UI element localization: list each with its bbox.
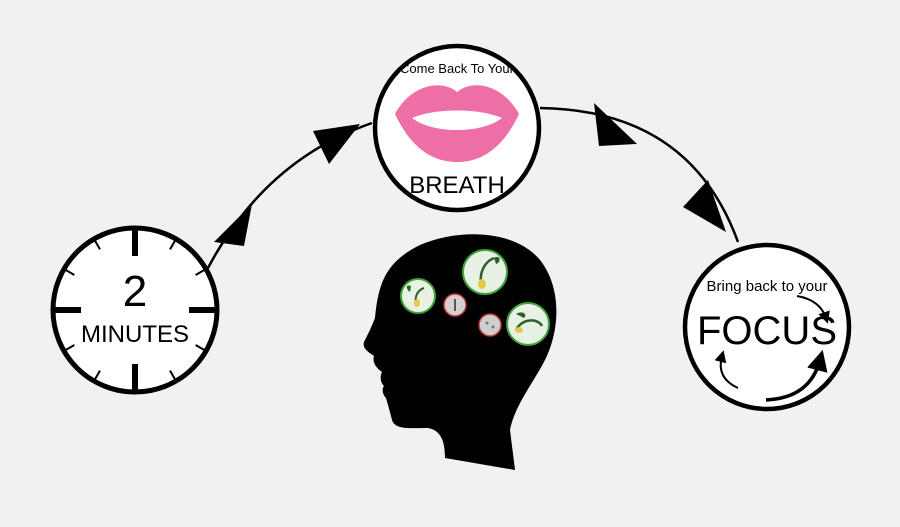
clock-label: MINUTES <box>81 321 189 348</box>
sprout-icon <box>406 285 425 307</box>
clock-tick <box>65 269 75 276</box>
focus-circle: Bring back to your FOCUS <box>682 242 852 412</box>
clock-tick <box>195 344 205 351</box>
arrow-head-1 <box>214 204 252 246</box>
thought-bubble-right <box>506 302 550 346</box>
breath-circle: Come Back To Your BREATH <box>372 43 542 213</box>
arrow-head-3 <box>594 103 637 146</box>
clock-tick <box>195 269 205 276</box>
lips-icon <box>395 85 519 162</box>
clock-icon: 2 MINUTES <box>50 225 220 395</box>
arrow-head-4 <box>683 180 726 232</box>
clock-tick <box>169 370 176 380</box>
clock-tick <box>65 344 75 351</box>
focus-main-text: FOCUS <box>697 309 837 353</box>
clock-ticks <box>55 230 215 390</box>
arc-breath-to-focus <box>539 106 740 243</box>
breath-bottom-text: BREATH <box>409 172 505 199</box>
clock-number: 2 <box>123 267 147 316</box>
thought-bubble-small-2 <box>478 313 502 337</box>
sprout-icon <box>514 312 544 333</box>
focus-top-text: Bring back to your <box>707 278 828 295</box>
thought-bubble-top <box>462 249 508 295</box>
clock-tick <box>94 370 101 380</box>
seed-icon <box>414 299 420 307</box>
cycle-arrows-icon <box>714 295 830 402</box>
seed-icon <box>515 327 523 333</box>
head-silhouette-icon <box>363 234 557 470</box>
clock-tick <box>169 240 176 250</box>
clock-tick <box>94 240 101 250</box>
arc-clock-to-breath <box>206 121 373 269</box>
sprout-icon <box>478 256 500 289</box>
arrow-head-2 <box>313 124 360 164</box>
breath-top-text: Come Back To Your <box>400 61 515 76</box>
seed-icon <box>478 279 486 289</box>
thought-bubble-small-1 <box>443 293 467 317</box>
thought-bubble-left <box>400 278 436 314</box>
